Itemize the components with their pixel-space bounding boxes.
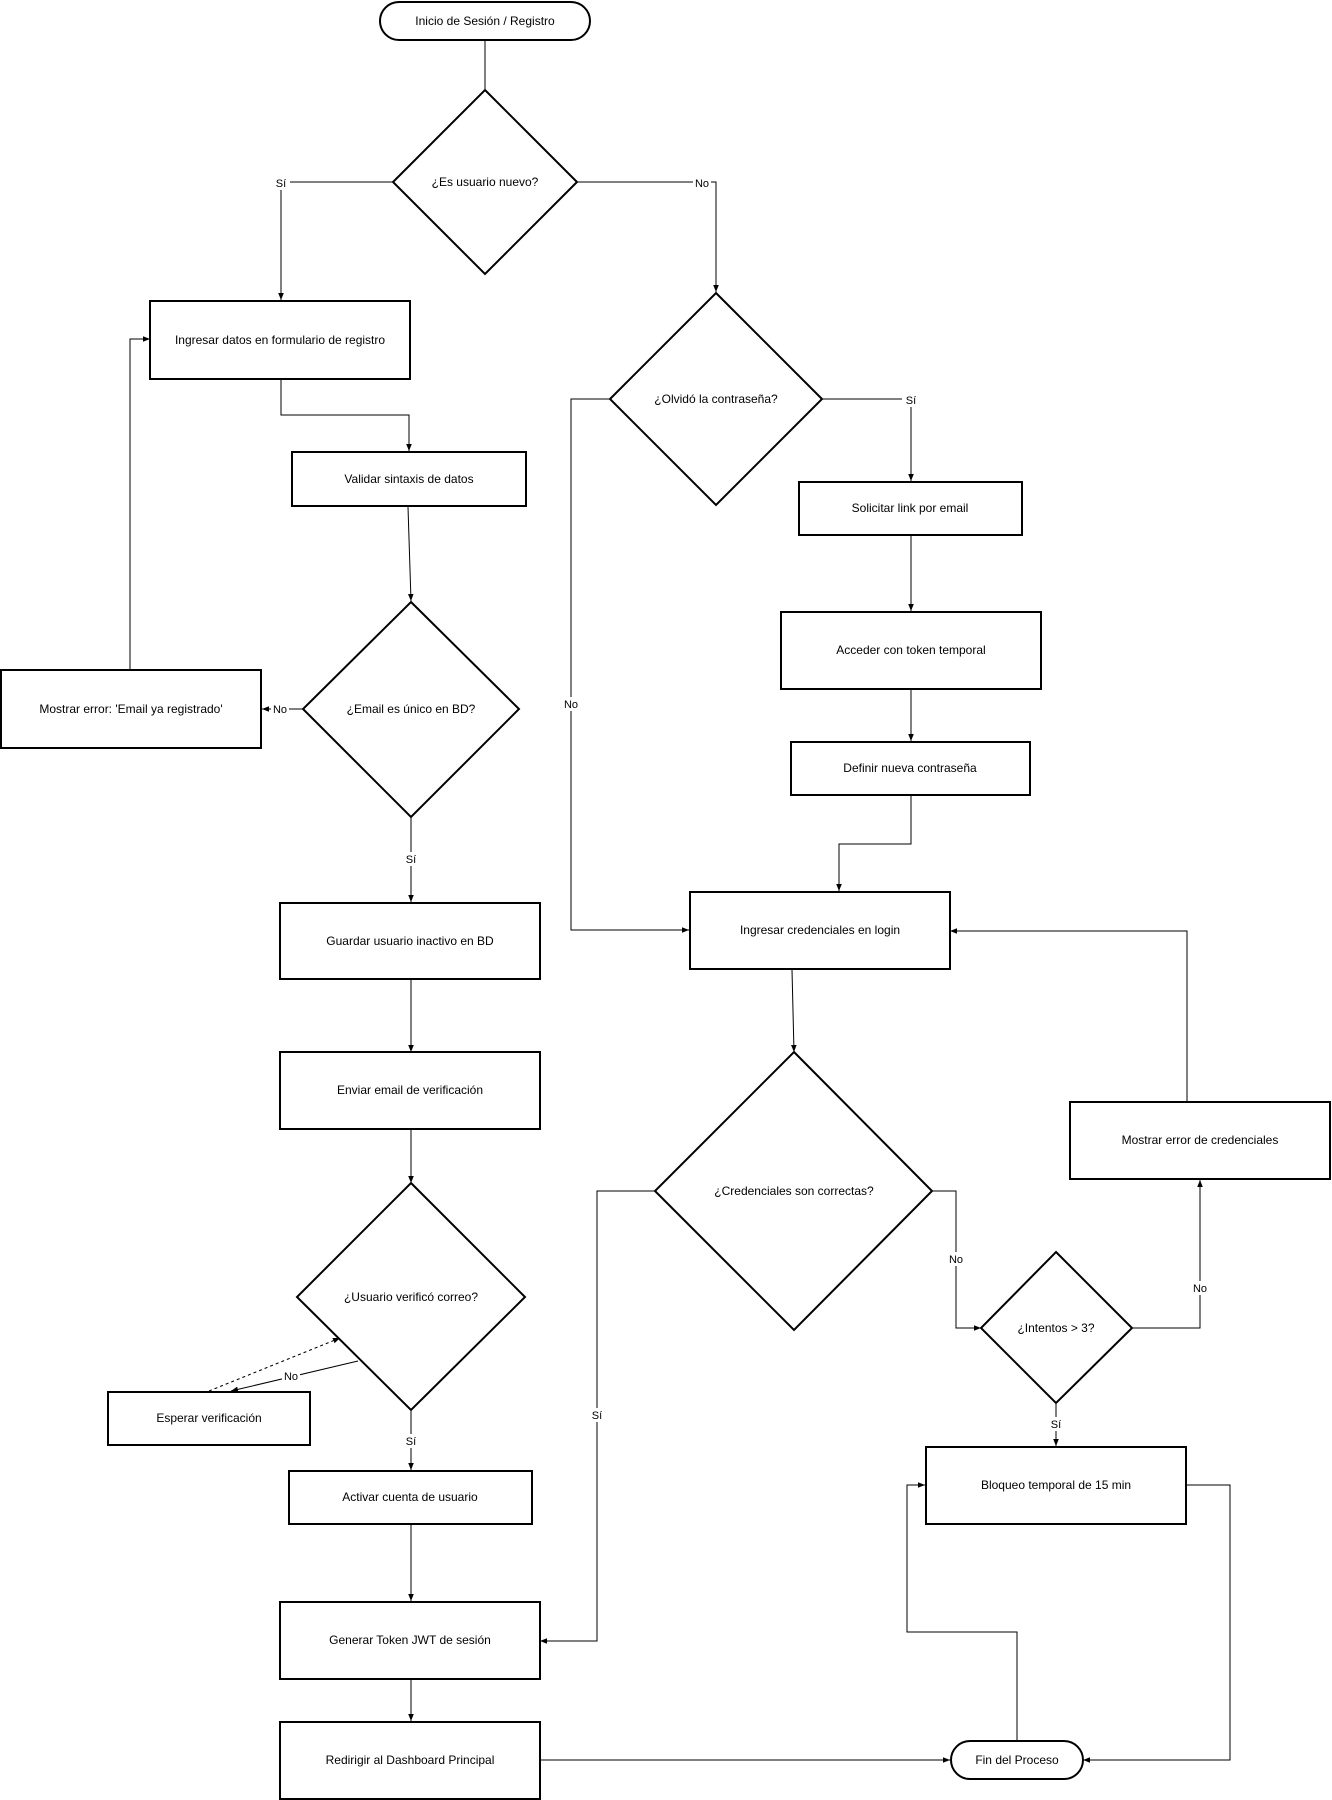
node-label: Bloqueo temporal de 15 min [981,1478,1131,1492]
edge-label-email-unico-no: No [273,704,287,716]
node-label: Mostrar error de credenciales [1122,1133,1279,1147]
node-label: Inicio de Sesión / Registro [415,14,555,28]
node-label: ¿Usuario verificó correo? [344,1290,478,1304]
node-esperar[interactable]: Esperar verificación [107,1391,311,1446]
node-inicio[interactable]: Inicio de Sesión / Registro [379,1,591,41]
edge-label-intentos-si: Sí [1051,1419,1061,1431]
node-label: Ingresar credenciales en login [740,923,900,937]
node-label: Activar cuenta de usuario [342,1490,478,1504]
node-intentos[interactable]: ¿Intentos > 3? [979,1250,1134,1405]
node-label: Validar sintaxis de datos [344,472,473,486]
node-formulario[interactable]: Ingresar datos en formulario de registro [149,300,411,380]
node-label: Redirigir al Dashboard Principal [326,1753,495,1767]
edge-label-verifico-si: Sí [406,1436,416,1448]
edge-validar-to-email-unico [407,506,414,602]
node-label: Enviar email de verificación [337,1083,483,1097]
edge-bloqueo-to-fin [1083,1484,1231,1763]
node-label: Esperar verificación [156,1411,261,1425]
edge-label-email-unico-si: Sí [406,854,416,866]
node-label: Solicitar link por email [852,501,969,515]
edge-label-verifico-no: No [284,1371,298,1383]
node-label: ¿Olvidó la contraseña? [654,392,778,406]
edge-formulario-to-validar [280,380,412,451]
edge-error-credenciales-to-login [950,928,1188,1102]
node-label: Ingresar datos en formulario de registro [175,333,385,347]
node-label: ¿Email es único en BD? [347,702,476,716]
node-label: ¿Intentos > 3? [1017,1321,1094,1335]
node-token-jwt[interactable]: Generar Token JWT de sesión [279,1601,541,1680]
node-enviar-email[interactable]: Enviar email de verificación [279,1051,541,1130]
node-label: Generar Token JWT de sesión [329,1633,491,1647]
node-olvido[interactable]: ¿Olvidó la contraseña? [608,291,824,507]
node-token-temporal[interactable]: Acceder con token temporal [780,611,1042,690]
edge-fin-to-bloqueo [906,1482,1018,1740]
edge-label-credenciales-no: No [949,1254,963,1266]
node-guardar[interactable]: Guardar usuario inactivo en BD [279,902,541,980]
edge-esperar-to-verifico [208,1337,341,1392]
node-credenciales-ok[interactable]: ¿Credenciales son correctas? [653,1050,934,1332]
node-validar[interactable]: Validar sintaxis de datos [291,451,527,507]
edge-labels: Sí No No Sí No Sí Sí No Sí No No Sí [271,176,1209,1448]
node-label: ¿Credenciales son correctas? [714,1184,874,1198]
node-es-nuevo[interactable]: ¿Es usuario nuevo? [391,88,579,276]
edge-es-nuevo-si-to-formulario [278,181,393,300]
node-label: Fin del Proceso [975,1753,1059,1767]
node-label: Acceder con token temporal [836,643,985,657]
edge-intentos-no-to-error-credenciales [1132,1180,1203,1329]
node-verifico[interactable]: ¿Usuario verificó correo? [295,1181,527,1412]
node-redirigir[interactable]: Redirigir al Dashboard Principal [279,1721,541,1800]
node-activar[interactable]: Activar cuenta de usuario [288,1470,533,1525]
edge-olvido-no-to-login [570,398,689,933]
edge-label-es-nuevo-no: No [695,178,709,190]
node-error-credenciales[interactable]: Mostrar error de credenciales [1069,1101,1331,1180]
edge-es-nuevo-no-to-olvido [577,181,719,292]
node-bloqueo[interactable]: Bloqueo temporal de 15 min [925,1446,1187,1525]
edge-label-olvido-si: Sí [906,395,916,407]
edge-error-to-formulario [129,336,150,669]
node-error-email[interactable]: Mostrar error: 'Email ya registrado' [0,669,262,749]
node-email-unico[interactable]: ¿Email es único en BD? [301,600,521,819]
edge-label-credenciales-si: Sí [592,1410,602,1422]
node-fin[interactable]: Fin del Proceso [950,1740,1084,1780]
edge-login-to-credenciales [791,969,797,1053]
node-label: Mostrar error: 'Email ya registrado' [39,702,222,716]
node-solicitar-link[interactable]: Solicitar link por email [798,481,1023,536]
node-nueva-pass[interactable]: Definir nueva contraseña [790,741,1031,796]
node-label: Guardar usuario inactivo en BD [326,934,494,948]
edge-label-olvido-no: No [564,699,578,711]
edge-olvido-si-to-solicitar [822,398,914,481]
edge-label-es-nuevo-si: Sí [276,178,286,190]
node-label: Definir nueva contraseña [843,761,977,775]
edge-nueva-pass-to-login [836,796,912,891]
edge-label-intentos-no: No [1193,1283,1207,1295]
node-login[interactable]: Ingresar credenciales en login [689,891,951,970]
node-label: ¿Es usuario nuevo? [432,175,539,189]
